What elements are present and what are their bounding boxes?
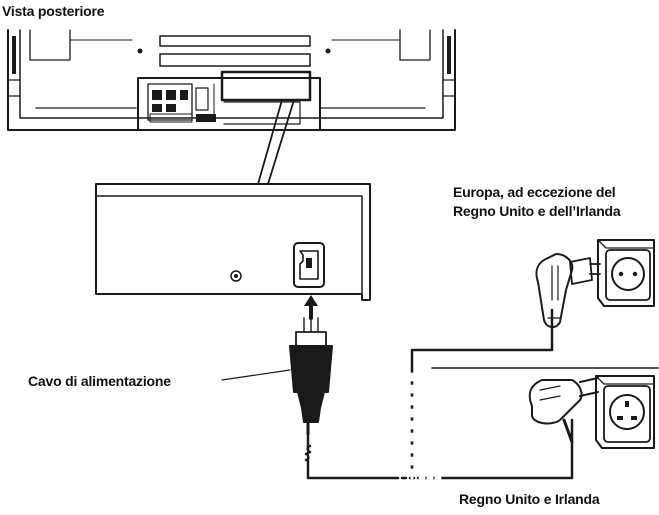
enlarged-panel: [95, 183, 371, 301]
europe-label-line-1: Europa, ad eccezione del: [453, 184, 616, 200]
callout-line: [267, 99, 295, 185]
power-plug-icon: [289, 317, 333, 436]
uk-ireland-label: Regno Unito e Irlanda: [459, 491, 600, 507]
uk-socket-icon: [595, 375, 655, 449]
uk-plug-icon: [528, 377, 599, 444]
tv-rear-panel: [7, 29, 456, 131]
cord-leader-line: [221, 369, 291, 381]
europe-label: Europa, ad eccezione del Regno Unito e d…: [453, 183, 621, 221]
rear-view-label: Vista posteriore: [2, 3, 105, 19]
power-cord-label: Cavo di alimentazione: [28, 373, 171, 389]
ac-inlet-icon: [293, 242, 325, 288]
europe-label-line-2: Regno Unito e dell’Irlanda: [453, 203, 621, 219]
eu-socket-icon: [597, 239, 655, 307]
power-cord: [304, 432, 400, 480]
eu-plug-icon: [535, 253, 601, 328]
insert-arrow: [304, 295, 318, 320]
